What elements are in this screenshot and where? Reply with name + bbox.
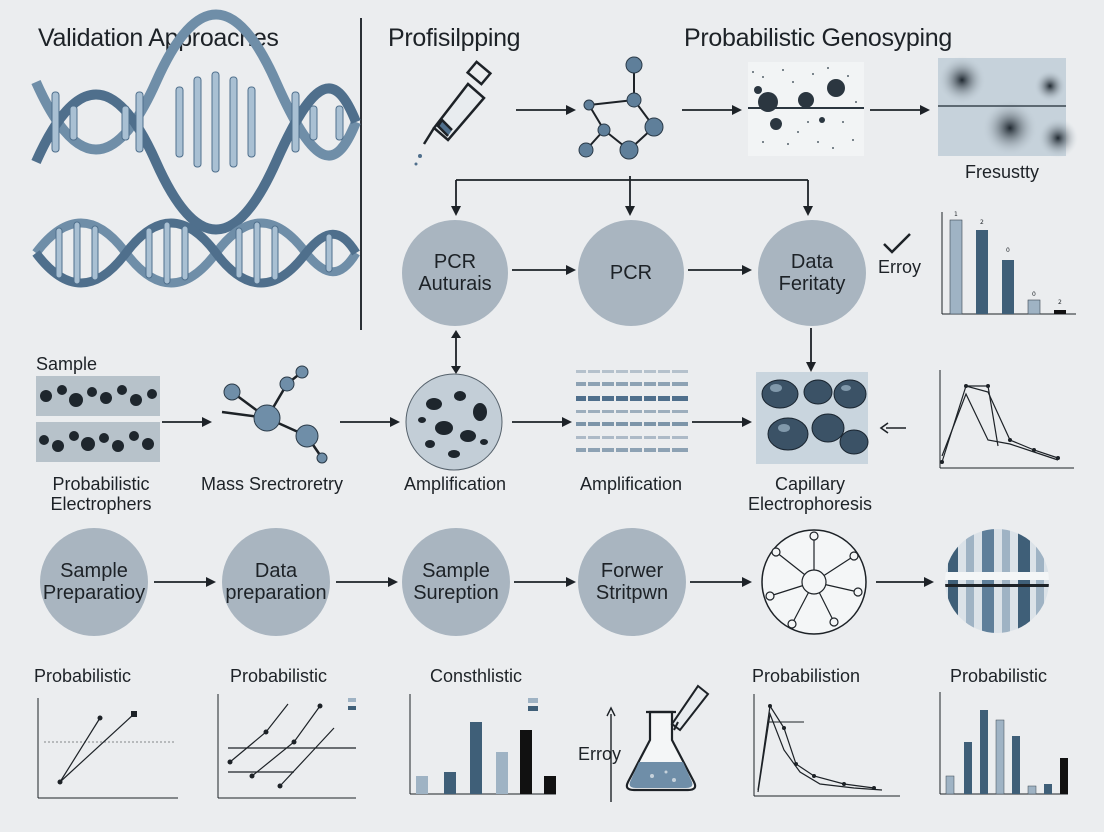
circle-data-line1: Data bbox=[790, 251, 834, 273]
bottom-title-2: Probabilistic bbox=[230, 666, 328, 686]
blurred-scan-image bbox=[938, 56, 1078, 158]
label-capillary: Capillary bbox=[774, 474, 846, 494]
striped-disc-image bbox=[945, 529, 1049, 633]
pipette-icon bbox=[414, 60, 493, 166]
arrow-molecule-to-gel bbox=[682, 105, 742, 115]
svg-text:0: 0 bbox=[1006, 247, 1010, 254]
arrow-data-to-capillary bbox=[806, 328, 816, 372]
flask-pipette-icon bbox=[625, 684, 710, 792]
svg-text:2: 2 bbox=[1058, 299, 1062, 306]
arrow-bands-to-capillary bbox=[692, 417, 752, 427]
mass-spectrometry-molecule-icon bbox=[221, 365, 328, 464]
arrow-process-4-5 bbox=[690, 577, 752, 587]
capillary-cells-image bbox=[756, 372, 869, 464]
top-right-bar-chart: 1 2 0 0 2 bbox=[941, 211, 1076, 315]
label-probabilistic-electrophers: Probabilistic Electrophers bbox=[16, 474, 186, 514]
bottom-chart-4 bbox=[753, 694, 900, 797]
arrow-sample-to-mass bbox=[162, 417, 212, 427]
process-4-line2: Stritpwn bbox=[595, 582, 669, 604]
arrow-auturais-to-pcr bbox=[512, 265, 576, 275]
arrow-pcr-to-data bbox=[688, 265, 752, 275]
heading-probabilistic-genotyping: Probabilistic Genosyping bbox=[684, 24, 952, 52]
bottom-title-4: Probabilistion bbox=[752, 666, 861, 686]
circle-data-line2: Feritaty bbox=[778, 273, 846, 295]
circular-dial-diagram bbox=[761, 529, 867, 635]
arrow-process-2-3 bbox=[336, 577, 398, 587]
bottom-chart-1 bbox=[37, 698, 178, 799]
vertical-axis-arrow bbox=[606, 706, 616, 802]
circle-pcr-auturais-line1: PCR bbox=[433, 251, 477, 273]
arrow-process-3-4 bbox=[514, 577, 576, 587]
bottom-chart-3 bbox=[409, 694, 556, 795]
process-1-line1: Sample bbox=[60, 560, 128, 582]
label-electrophoresis: Electrophoresis bbox=[747, 494, 873, 514]
bottom-title-1: Probabilistic bbox=[34, 666, 132, 686]
label-probabilistic: Probabilistic bbox=[52, 474, 150, 494]
process-2-line2: preparation bbox=[225, 582, 327, 604]
bottom-chart-5 bbox=[939, 692, 1068, 795]
svg-text:0: 0 bbox=[1032, 291, 1036, 298]
top-branch-connector bbox=[451, 176, 813, 216]
amplification-bands-image bbox=[576, 368, 688, 464]
label-amplification-2: Amplification bbox=[579, 474, 683, 494]
svg-text:1: 1 bbox=[954, 211, 958, 218]
arrow-process-1-2 bbox=[154, 577, 216, 587]
arrow-petri-to-bands bbox=[512, 417, 572, 427]
process-4-line1: Forwer bbox=[600, 560, 664, 582]
bottom-title-5: Probabilistic bbox=[950, 666, 1048, 686]
double-arrow-vertical bbox=[451, 330, 461, 374]
section-divider bbox=[360, 18, 362, 330]
middle-right-line-chart bbox=[939, 370, 1074, 469]
circle-pcr-line1: PCR bbox=[609, 262, 653, 284]
svg-text:2: 2 bbox=[980, 219, 984, 226]
arrow-gel-to-scan bbox=[870, 105, 930, 115]
circle-pcr-auturais-line2: Auturais bbox=[418, 273, 492, 295]
arrow-pipette-to-molecule bbox=[516, 105, 576, 115]
erroy-label-top: Erroy bbox=[878, 257, 922, 277]
arrow-mass-to-amplification bbox=[340, 417, 400, 427]
dna-helix-bottom bbox=[32, 218, 360, 288]
label-mass-spectrometry: Mass Srectroretry bbox=[200, 474, 344, 494]
bottom-chart-2 bbox=[217, 694, 356, 799]
label-amplification-1: Amplification bbox=[403, 474, 507, 494]
arrow-dial-to-bands bbox=[876, 577, 934, 587]
dna-helix-top bbox=[31, 9, 361, 235]
label-electrophers: Electrophers bbox=[50, 494, 152, 514]
process-1-line2: Preparatioy bbox=[42, 582, 146, 604]
process-3-line1: Sample bbox=[422, 560, 490, 582]
erroy-label-bottom: Erroy bbox=[578, 744, 622, 764]
checkmark-icon bbox=[883, 233, 911, 254]
arrow-chart-to-capillary bbox=[879, 422, 906, 434]
process-2-line1: Data bbox=[254, 560, 298, 582]
circle-pcr: PCR bbox=[578, 220, 684, 326]
process-3-line2: Sureption bbox=[413, 582, 499, 604]
speckled-gel-image bbox=[748, 62, 864, 156]
bottom-title-3: Consthlistic bbox=[430, 666, 523, 686]
sample-gel-image bbox=[36, 376, 160, 462]
fresustty-label: Fresustty bbox=[964, 162, 1039, 182]
label-capillary-electrophoresis: Capillary Electrophoresis bbox=[730, 474, 890, 514]
molecule-network-icon bbox=[578, 56, 664, 160]
sample-label: Sample bbox=[36, 354, 98, 374]
amplification-petri-image bbox=[405, 373, 503, 471]
heading-profiling: Profisilpping bbox=[388, 24, 521, 52]
